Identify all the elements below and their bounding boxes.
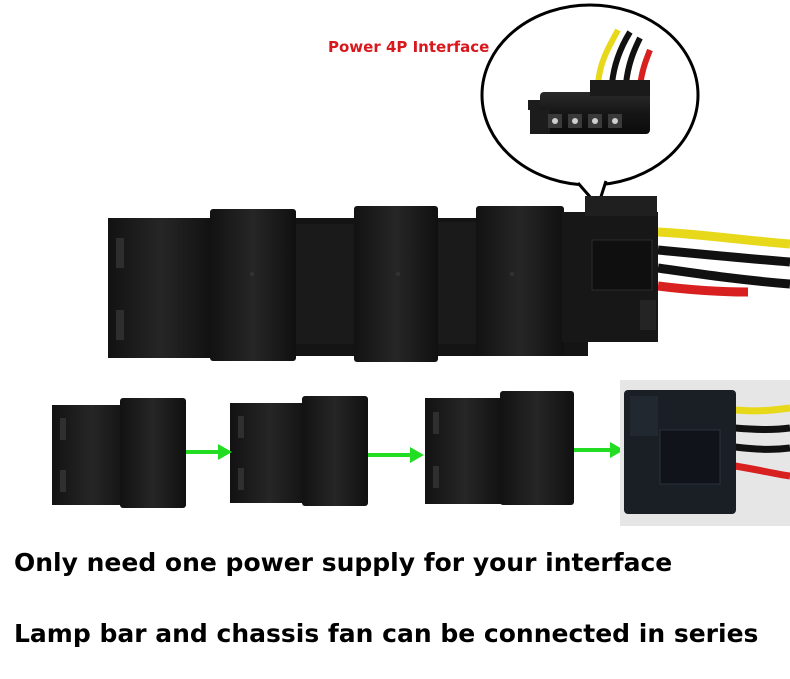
arrow-icon-1 <box>186 444 232 460</box>
stacked-connector-assembly <box>108 196 790 362</box>
small-connector-2 <box>230 396 368 506</box>
small-connector-1 <box>52 398 186 508</box>
callout-label: Power 4P Interface <box>328 38 490 56</box>
small-connector-3 <box>425 391 574 505</box>
end-connector-photo <box>620 380 790 526</box>
arrow-icon-2 <box>368 447 424 463</box>
molex-connector-closeup <box>528 28 653 134</box>
arrow-icon-3 <box>574 442 624 458</box>
caption-line-2: Lamp bar and chassis fan can be connecte… <box>14 619 759 648</box>
caption-line-1: Only need one power supply for your inte… <box>14 548 673 577</box>
